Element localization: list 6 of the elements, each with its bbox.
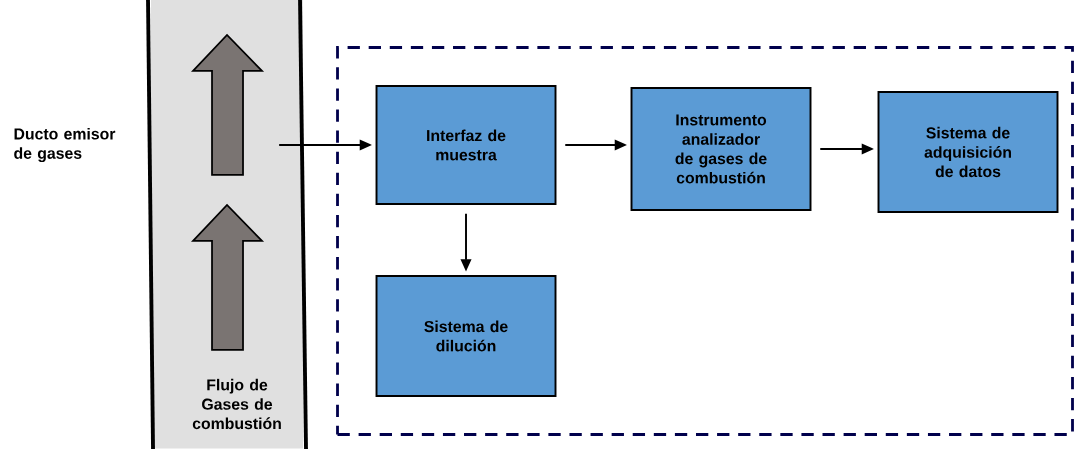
dashed-frame [336, 46, 1074, 436]
process-box: Instrumento analizador de gases de combustión [630, 87, 812, 211]
process-box: Interfaz de muestra [375, 85, 557, 205]
process-box: Sistema de dilución [375, 275, 557, 397]
process-box: Sistema de adquisición de datos [877, 91, 1059, 213]
duct-label: Ducto emisor de gases [14, 127, 116, 163]
